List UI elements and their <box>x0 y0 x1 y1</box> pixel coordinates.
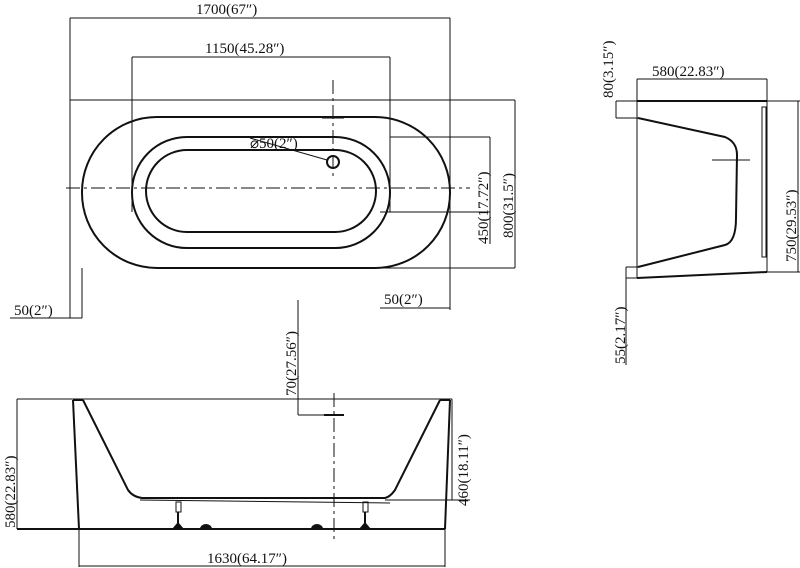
leg-right <box>359 501 371 529</box>
dim-inner-width: 450(17.72″) <box>476 172 492 245</box>
dim-overall-width: 800(31.5″) <box>501 173 517 238</box>
dim-right-margin: 50(2″) <box>384 292 423 308</box>
end-view: 580(22.83″) 80(3.15″) 750(29.53″) 55(2.1… <box>601 41 800 365</box>
dim-overflow-height: 70(27.56″) <box>284 331 300 396</box>
tub-inner-rim <box>131 136 391 249</box>
front-right-wall <box>444 399 451 530</box>
dim-depth: 580(22.83″) <box>652 64 725 80</box>
dim-drain-diameter: ⌀50(2″) <box>250 136 298 152</box>
dim-left-margin: 50(2″) <box>14 303 53 319</box>
dim-rim-offset: 80(3.15″) <box>601 41 617 99</box>
dim-overall-length: 1700(67″) <box>196 2 257 18</box>
front-view: 580(22.83″) 70(27.56″) 460(18.11″) 1630(… <box>3 300 472 567</box>
dim-inner-length: 1150(45.28″) <box>205 41 284 57</box>
drain-icon <box>326 155 340 169</box>
leader-line <box>249 137 328 161</box>
end-panel <box>761 106 767 258</box>
leg-left <box>172 501 184 529</box>
tub-outer-rim <box>81 116 451 269</box>
end-basin-profile <box>637 117 739 268</box>
dim-base-offset: 55(2.17″) <box>613 307 629 365</box>
dim-base-length: 1630(64.17″) <box>207 551 287 567</box>
front-left-wall <box>72 399 80 530</box>
front-basin-profile <box>82 399 441 499</box>
tub-basin <box>145 149 377 233</box>
end-base <box>636 271 768 279</box>
basin-floor <box>139 499 391 504</box>
top-view: 1700(67″) 1150(45.28″) ⌀50(2″) 450(17.72… <box>10 2 517 319</box>
foot-pad <box>311 524 323 529</box>
dim-inner-depth: 460(18.11″) <box>456 434 472 506</box>
dim-overall-height: 580(22.83″) <box>3 456 19 529</box>
dim-height: 750(29.53″) <box>784 190 800 263</box>
foot-pad <box>200 524 212 529</box>
